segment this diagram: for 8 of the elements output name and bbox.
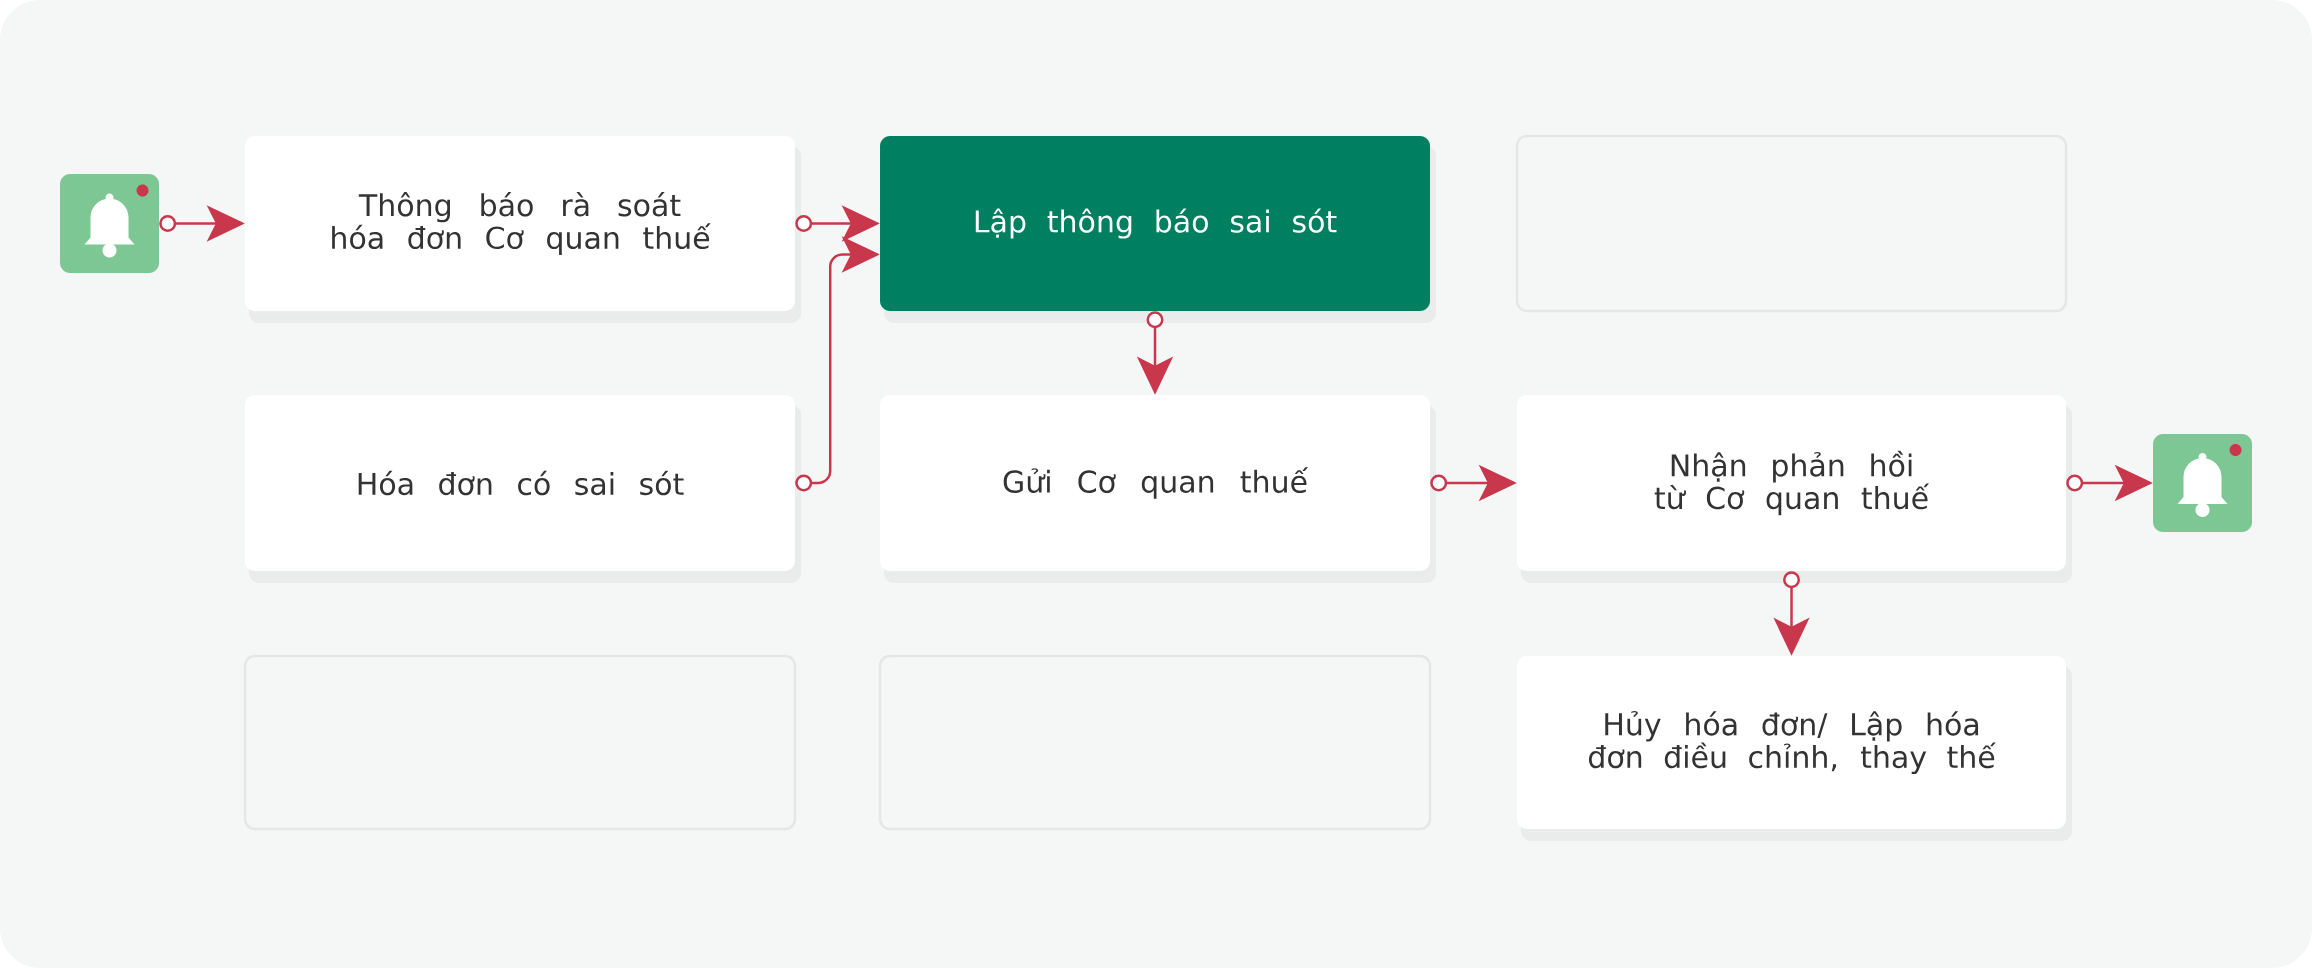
step-box: Hủy hóa đơn/ Lập hóa đơn điều chỉnh, thay thế — [1517, 656, 2066, 829]
step-box: Nhận phản hồi từ Cơ quan thuế — [1517, 395, 2066, 571]
highlighted-step-box: Lập thông báo sai sót — [880, 136, 1430, 311]
step-box: Thông báo rà soát hóa đơn Cơ quan thuế — [245, 136, 795, 311]
step-box: Hóa đơn có sai sót — [245, 395, 795, 571]
bell-icon — [2153, 434, 2252, 532]
step-box: Gửi Cơ quan thuế — [880, 395, 1430, 571]
bell-icon — [60, 174, 159, 273]
